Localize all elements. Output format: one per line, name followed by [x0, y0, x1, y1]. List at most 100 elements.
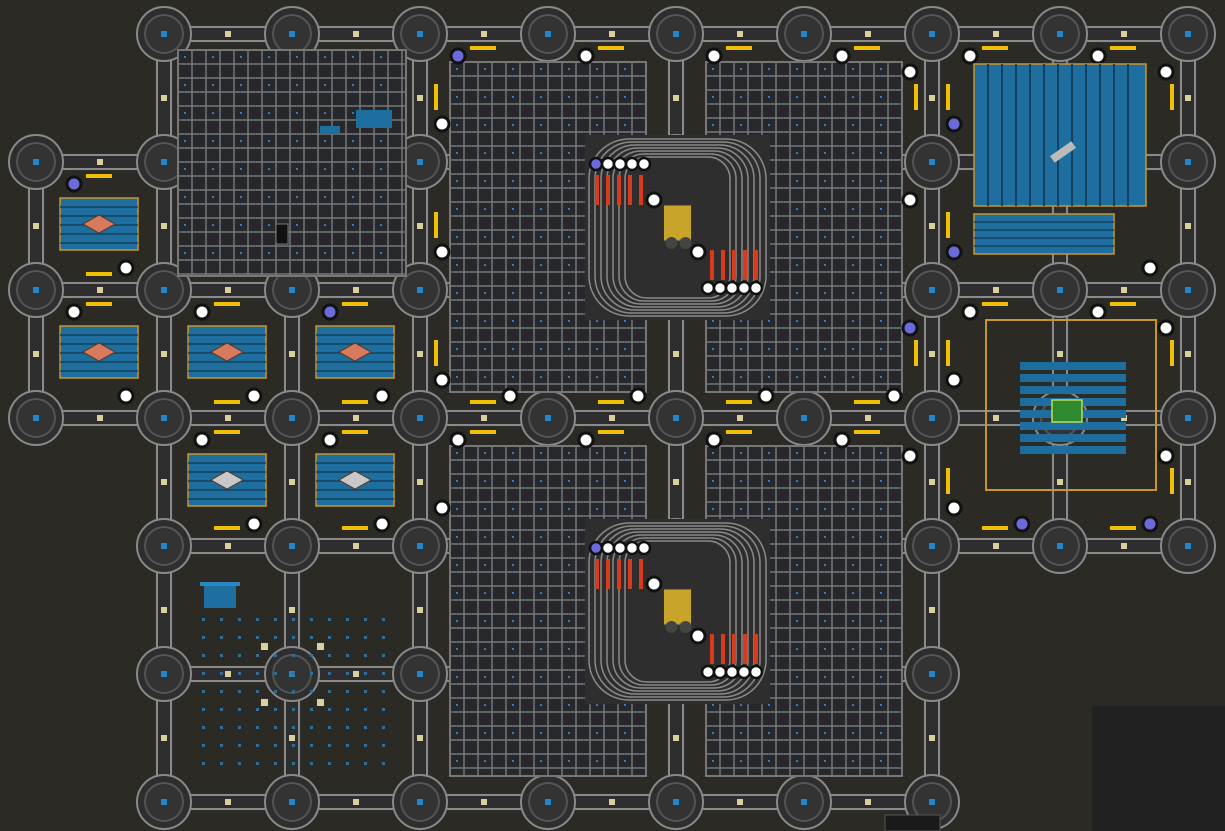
train-stop[interactable]	[705, 431, 723, 449]
train-stop-occupied[interactable]	[945, 115, 963, 133]
train-stop[interactable]	[689, 627, 707, 645]
train-stop[interactable]	[757, 387, 775, 405]
grid-dot	[824, 704, 826, 706]
yard-train-stop[interactable]	[724, 664, 740, 680]
grid-dot	[880, 376, 882, 378]
train-stop[interactable]	[193, 431, 211, 449]
pipe-node	[238, 744, 241, 747]
train-stop[interactable]	[373, 387, 391, 405]
train-stop[interactable]	[901, 447, 919, 465]
train-stop-occupied[interactable]	[945, 243, 963, 261]
train-stop-occupied[interactable]	[1013, 515, 1031, 533]
train-stop[interactable]	[577, 431, 595, 449]
train-stop[interactable]	[65, 303, 83, 321]
train-stop-occupied[interactable]	[65, 175, 83, 193]
wagon-left	[628, 175, 632, 205]
pipe-node	[274, 690, 277, 693]
yard-train-stop[interactable]	[612, 156, 628, 172]
yard-train-stop[interactable]	[636, 540, 652, 556]
yard-train-stop[interactable]	[700, 664, 716, 680]
train-stop[interactable]	[629, 387, 647, 405]
grid-dot	[568, 208, 570, 210]
grid-dot	[540, 620, 542, 622]
train-stop[interactable]	[645, 191, 663, 209]
yard-train-stop[interactable]	[636, 156, 652, 172]
train-stop[interactable]	[901, 191, 919, 209]
train-stop[interactable]	[577, 47, 595, 65]
train-stop-occupied[interactable]	[449, 47, 467, 65]
train-stop[interactable]	[833, 431, 851, 449]
circuit-assembler-row	[1020, 386, 1126, 394]
smelter-array[interactable]	[187, 453, 267, 507]
yard-train-stop[interactable]	[712, 280, 728, 296]
train-stop[interactable]	[117, 259, 135, 277]
yard-train-stop[interactable]	[724, 280, 740, 296]
train-stop[interactable]	[901, 63, 919, 81]
production-blocks[interactable]	[59, 46, 1174, 765]
ne-production-block[interactable]	[973, 63, 1147, 255]
yard-train-stop[interactable]	[712, 664, 728, 680]
grid-dot	[852, 348, 854, 350]
smelter-array[interactable]	[59, 325, 139, 379]
train-stations[interactable]	[65, 47, 1175, 680]
grid-dot	[568, 732, 570, 734]
grid-dot	[824, 676, 826, 678]
transport-belt	[342, 302, 368, 306]
train-stop[interactable]	[433, 499, 451, 517]
train-stop[interactable]	[433, 115, 451, 133]
train-stop[interactable]	[1157, 63, 1175, 81]
transport-belt	[946, 212, 950, 238]
train-stop[interactable]	[705, 47, 723, 65]
train-stop[interactable]	[501, 387, 519, 405]
train-stop-occupied[interactable]	[1141, 515, 1159, 533]
yard-train-stop[interactable]	[612, 540, 628, 556]
yard-train-stop[interactable]	[736, 664, 752, 680]
yard-train-stop[interactable]	[588, 156, 604, 172]
train-stop[interactable]	[1089, 47, 1107, 65]
train-stop[interactable]	[833, 47, 851, 65]
train-stop[interactable]	[885, 387, 903, 405]
train-stop[interactable]	[433, 243, 451, 261]
circuit-production-block[interactable]	[985, 319, 1157, 491]
rail-lamp	[1121, 543, 1127, 549]
yard-train-stop[interactable]	[736, 280, 752, 296]
train-stop[interactable]	[245, 387, 263, 405]
yard-train-stop[interactable]	[748, 280, 764, 296]
train-stop[interactable]	[449, 431, 467, 449]
grid-dot	[824, 320, 826, 322]
train-stop[interactable]	[1157, 447, 1175, 465]
train-stop-occupied[interactable]	[901, 319, 919, 337]
smelter-array[interactable]	[315, 453, 395, 507]
train-stop[interactable]	[321, 431, 339, 449]
yard-train-stop[interactable]	[700, 280, 716, 296]
yard-train-stop[interactable]	[748, 664, 764, 680]
smelter-array[interactable]	[59, 197, 139, 251]
pipe-node	[310, 672, 313, 675]
sw-water-block[interactable]	[200, 582, 385, 765]
train-stop-occupied[interactable]	[321, 303, 339, 321]
yard-train-stop[interactable]	[600, 540, 616, 556]
train-stop[interactable]	[945, 371, 963, 389]
grid-dot	[624, 348, 626, 350]
smelter-array[interactable]	[315, 325, 395, 379]
train-stop[interactable]	[245, 515, 263, 533]
smelter-array[interactable]	[187, 325, 267, 379]
train-stop[interactable]	[1157, 319, 1175, 337]
train-stop[interactable]	[373, 515, 391, 533]
yard-train-stop[interactable]	[588, 540, 604, 556]
train-stop[interactable]	[689, 243, 707, 261]
train-stop[interactable]	[961, 303, 979, 321]
yard-train-stop[interactable]	[624, 540, 640, 556]
train-stop[interactable]	[193, 303, 211, 321]
train-stop[interactable]	[961, 47, 979, 65]
train-stop[interactable]	[1141, 259, 1159, 277]
train-stop[interactable]	[945, 499, 963, 517]
yard-train-stop[interactable]	[600, 156, 616, 172]
train-stop[interactable]	[433, 371, 451, 389]
train-stop[interactable]	[645, 575, 663, 593]
train-stop[interactable]	[1089, 303, 1107, 321]
yard-train-stop[interactable]	[624, 156, 640, 172]
train-stop[interactable]	[117, 387, 135, 405]
